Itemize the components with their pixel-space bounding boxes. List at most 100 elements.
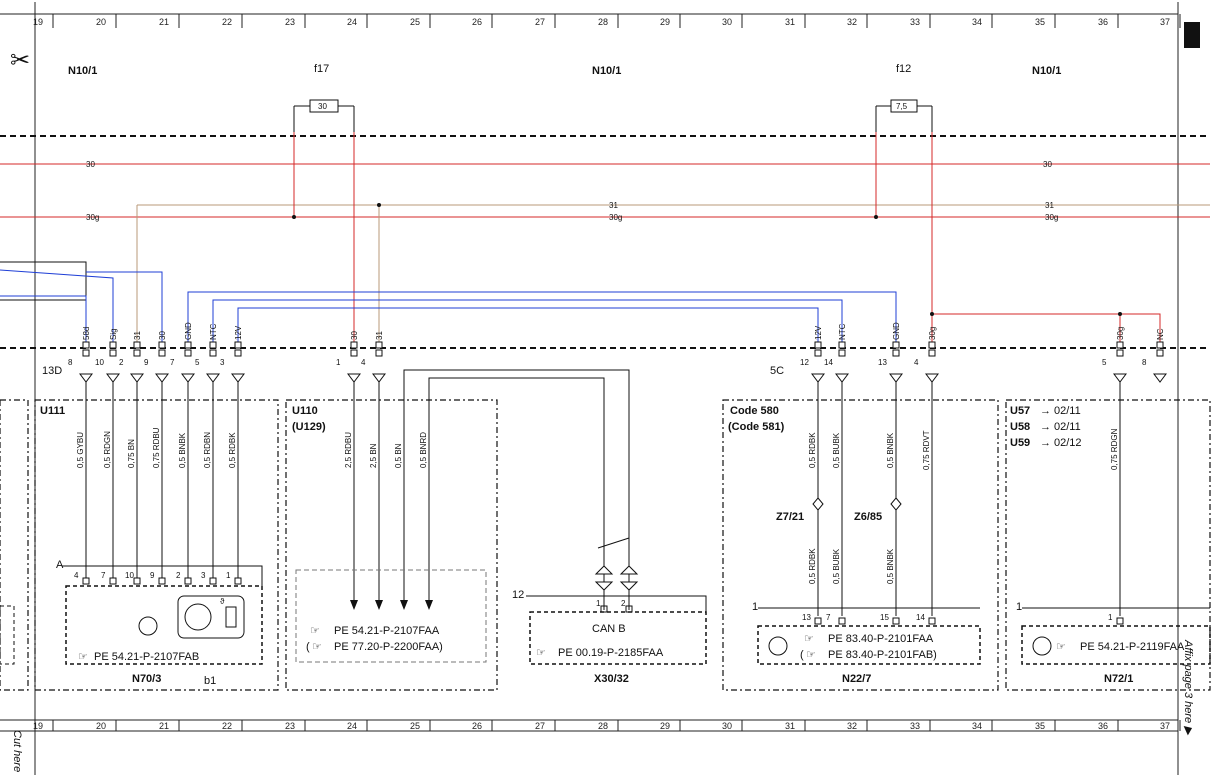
grid-number-bottom: 30 bbox=[722, 721, 732, 731]
n72-pin-number: 1 bbox=[1108, 613, 1113, 622]
u110-wire-label: 0,5 BNRD bbox=[419, 432, 428, 468]
variant-code: U57 bbox=[1010, 405, 1030, 417]
n22-ref2: PE 83.40-P-2101FAB) bbox=[828, 649, 937, 661]
left-pin-label: 30 bbox=[158, 331, 167, 340]
code580-lower-wire: 0,5 BUBK bbox=[832, 498, 843, 616]
connector-pins: 58d8Sig10312309GND7NTC512V330131412V12NT… bbox=[68, 322, 1167, 383]
box-subtitle-u110: (U129) bbox=[292, 421, 326, 433]
right-pin-number: 12 bbox=[800, 358, 809, 367]
grid-number-bottom: 22 bbox=[222, 721, 232, 731]
left-pin-number: 3 bbox=[220, 358, 225, 367]
n70-pin-number: 1 bbox=[226, 571, 231, 580]
bus-label-30-left: 30 bbox=[86, 160, 95, 169]
right-pin-number: 14 bbox=[824, 358, 833, 367]
component-label-left: N10/1 bbox=[68, 65, 97, 77]
left-pin-number: 2 bbox=[119, 358, 124, 367]
u110-ref1: PE 54.21-P-2107FAA bbox=[334, 625, 440, 637]
device-n22-7: 1 ☞ PE 83.40-P-2101FAA ( ☞ PE 83.40-P-21… bbox=[752, 601, 981, 685]
u111-wire-label: 0,5 BNBK bbox=[178, 432, 187, 468]
n22-pin bbox=[814, 617, 822, 625]
scissors-icon: ✂ bbox=[10, 47, 30, 74]
left-pin-label: GND bbox=[184, 322, 193, 340]
n70-ref-icon: ☞ bbox=[78, 651, 88, 663]
u110-ref2-open: ( bbox=[306, 641, 310, 653]
u111-wire: 0,5 BNBK bbox=[178, 382, 189, 578]
n22-ref1: PE 83.40-P-2101FAA bbox=[828, 633, 934, 645]
splice-z7: Z7/21 bbox=[776, 497, 824, 523]
n70-pin-number: 10 bbox=[125, 571, 134, 580]
middle-pin: 314 bbox=[361, 331, 386, 383]
far-right-wire-label: 0,75 RDGN bbox=[1110, 428, 1119, 470]
grid-number-bottom: 31 bbox=[785, 721, 795, 731]
grid-number-bottom: 34 bbox=[972, 721, 982, 731]
n22-pin bbox=[928, 617, 936, 625]
u110-ref2-icon: ☞ bbox=[312, 641, 322, 653]
transistor-icon bbox=[138, 616, 158, 636]
left-pin: 309 bbox=[144, 331, 169, 383]
far-right-wire: 0,75 RDGN bbox=[1110, 382, 1121, 616]
u110-wire-label: 2,5 BN bbox=[369, 443, 378, 468]
n70-pin bbox=[234, 577, 242, 585]
u111-wire-label: 0,5 RDBK bbox=[228, 432, 237, 468]
canb-conn-num: 12 bbox=[512, 589, 524, 601]
grid-number-bottom: 23 bbox=[285, 721, 295, 731]
component-label-right: N10/1 bbox=[1032, 65, 1061, 77]
splice-z6-label: Z6/85 bbox=[854, 511, 882, 523]
variant-ref: 02/12 bbox=[1054, 437, 1082, 449]
u111-wire-label: 0,5 GYBU bbox=[76, 432, 85, 468]
grid-number-bottom: 26 bbox=[472, 721, 482, 731]
fuse-f12: f12 7,5 bbox=[875, 63, 933, 132]
grid-number-bottom: 25 bbox=[410, 721, 420, 731]
code580-wire: 0,5 BUBK bbox=[832, 382, 843, 498]
n70-pin-number: 9 bbox=[150, 571, 155, 580]
connector-13d-label: 13D bbox=[42, 365, 62, 377]
canb-ref: PE 00.19-P-2185FAA bbox=[558, 647, 664, 659]
code580-wire: 0,5 BNBK bbox=[886, 382, 897, 498]
bus-label-30g-right: 30g bbox=[1045, 213, 1058, 222]
grid-number-top: 35 bbox=[1035, 17, 1045, 27]
supply-wires bbox=[136, 132, 1161, 348]
grid-number-bottom: 36 bbox=[1098, 721, 1108, 731]
arrow-icon: → bbox=[1040, 437, 1051, 449]
n70-name: N70/3 bbox=[132, 673, 161, 685]
grid-number-bottom: 28 bbox=[598, 721, 608, 731]
far-right-pin: NC8 bbox=[1142, 328, 1167, 383]
bus-label-30g-left: 30g bbox=[86, 213, 99, 222]
grid-number-bottom: 37 bbox=[1160, 721, 1170, 731]
middle-pin-number: 1 bbox=[336, 358, 341, 367]
code580-lower-wire-label: 0,5 RDBK bbox=[808, 548, 817, 584]
bus-label-31-mid: 31 bbox=[609, 201, 618, 210]
fuse-f17-rating: 30 bbox=[318, 102, 327, 111]
n22-pin bbox=[838, 617, 846, 625]
grid-number-bottom: 24 bbox=[347, 721, 357, 731]
signal-wires bbox=[0, 261, 897, 348]
n70-pin-number: 3 bbox=[201, 571, 206, 580]
grid-number-bottom: 33 bbox=[910, 721, 920, 731]
n22-pin-number: 13 bbox=[802, 613, 811, 622]
u110-ref2: PE 77.20-P-2200FAA) bbox=[334, 641, 443, 653]
n22-pin-number: 14 bbox=[916, 613, 925, 622]
grid-number-top: 33 bbox=[910, 17, 920, 27]
splice-z7-label: Z7/21 bbox=[776, 511, 804, 523]
connector-5c-label: 5C bbox=[770, 365, 784, 377]
variant-ref: 02/11 bbox=[1054, 421, 1081, 433]
u111-wire: 0,5 RDGN bbox=[103, 382, 114, 578]
u111-wire-label: 0,5 RDBN bbox=[203, 432, 212, 468]
right-pin-label: NTC bbox=[838, 323, 847, 340]
middle-pin-label: 30 bbox=[350, 331, 359, 340]
grid-number-top: 37 bbox=[1160, 17, 1170, 27]
n70-pin bbox=[184, 577, 192, 585]
n22-pin-number: 15 bbox=[880, 613, 889, 622]
device-u110: ☞ PE 54.21-P-2107FAA ( ☞ PE 77.20-P-2200… bbox=[295, 569, 487, 663]
grid-number-bottom: 32 bbox=[847, 721, 857, 731]
canb-name: X30/32 bbox=[594, 673, 629, 685]
u111-wire-label: 0,5 RDGN bbox=[103, 431, 112, 468]
dashed-boxes bbox=[0, 399, 1211, 691]
